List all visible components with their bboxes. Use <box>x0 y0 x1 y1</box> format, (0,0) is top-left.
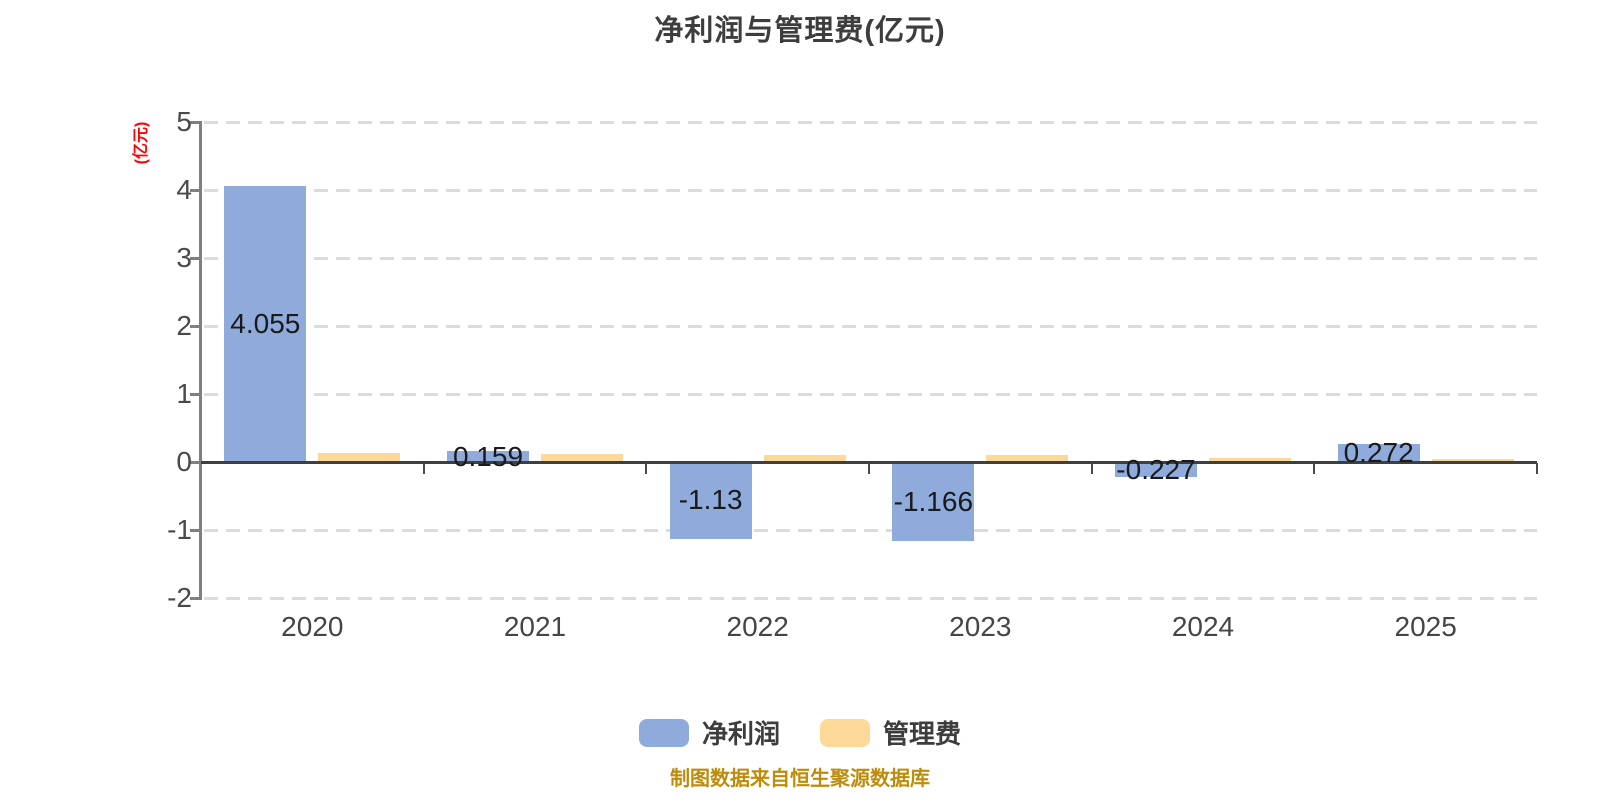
x-axis-label-2023: 2023 <box>949 611 1012 642</box>
legend-item-management-fee: 管理费 <box>820 714 961 751</box>
y-axis-tickmark-0 <box>190 460 199 464</box>
x-axis-tickmark-1 <box>422 463 425 474</box>
gridline-y-3 <box>204 256 1537 260</box>
y-axis-tick-label-0: 0 <box>176 446 192 477</box>
net-profit-bar-2023 <box>892 462 975 542</box>
gridline-y-2 <box>204 324 1537 328</box>
net-profit-bar-2025 <box>1337 443 1420 462</box>
gridline-y--2 <box>204 596 1537 600</box>
management-fee-bar-2023 <box>986 455 1069 462</box>
legend-label-management-fee: 管理费 <box>883 719 962 749</box>
management-fee-bar-2020 <box>318 453 401 462</box>
value-label-2025: 0.272 <box>1343 436 1414 468</box>
x-axis-label-2025: 2025 <box>1394 611 1457 642</box>
y-axis-tick-label-5: 5 <box>176 106 192 137</box>
y-axis-tickmark-2 <box>190 324 199 328</box>
legend: 净利润 管理费 <box>0 714 1600 751</box>
gridline-y-4 <box>204 188 1537 192</box>
y-axis-tickmark-5 <box>190 120 199 124</box>
y-axis-tick-label-1: 1 <box>176 378 192 409</box>
source-note: 制图数据来自恒生聚源数据库 <box>670 768 930 790</box>
x-axis-tickmark-3 <box>868 463 870 474</box>
value-label-2020: 4.055 <box>230 308 301 340</box>
y-axis-tick-label--1: -1 <box>167 514 192 545</box>
legend-swatch-net-profit-icon <box>638 718 689 747</box>
x-axis-tickmark-2 <box>645 463 648 474</box>
gridline-y--1 <box>204 528 1537 532</box>
value-label-2023: -1.166 <box>893 485 974 517</box>
y-axis-tickmark-1 <box>190 392 199 396</box>
net-profit-bar-2024 <box>1115 462 1197 478</box>
legend-label-net-profit: 净利润 <box>701 719 780 749</box>
value-label-2021: 0.159 <box>452 440 524 472</box>
management-fee-bar-2022 <box>763 454 846 462</box>
x-axis-label-2021: 2021 <box>503 611 567 642</box>
y-axis-tick-label-4: 4 <box>176 174 192 205</box>
management-fee-bar-2021 <box>541 453 623 462</box>
net-profit-bar-2021 <box>447 451 529 462</box>
zero-axis-line <box>201 460 1537 464</box>
y-axis-tick-label-2: 2 <box>176 310 192 341</box>
net-profit-bar-2022 <box>669 462 752 539</box>
x-axis-label-2022: 2022 <box>726 611 789 642</box>
y-axis-tick-label-3: 3 <box>176 242 192 273</box>
x-axis-label-2020: 2020 <box>281 611 344 642</box>
y-axis-tickmark--1 <box>190 528 199 532</box>
management-fee-bar-2025 <box>1431 458 1514 462</box>
legend-swatch-management-fee-icon <box>820 718 870 747</box>
value-label-2022: -1.13 <box>678 484 743 516</box>
x-axis-tickmark-6 <box>1536 463 1538 474</box>
value-label-2024: -0.227 <box>1116 453 1196 485</box>
chart-title: 净利润与管理费(亿元) <box>654 15 946 47</box>
x-axis-tickmark-4 <box>1090 463 1093 474</box>
y-axis-line <box>199 120 202 600</box>
y-axis-tickmark-4 <box>190 188 199 192</box>
x-axis-tickmark-5 <box>1313 463 1316 474</box>
x-axis-label-2024: 2024 <box>1171 611 1235 642</box>
gridline-y-1 <box>204 392 1537 396</box>
y-axis-tick-label--2: -2 <box>167 582 192 613</box>
y-axis-tickmark-3 <box>190 256 199 260</box>
gridline-y-5 <box>204 120 1537 124</box>
y-axis-tickmark--2 <box>190 596 199 600</box>
management-fee-bar-2024 <box>1209 458 1291 462</box>
net-profit-bar-2020 <box>224 186 307 462</box>
legend-item-net-profit: 净利润 <box>638 714 780 751</box>
